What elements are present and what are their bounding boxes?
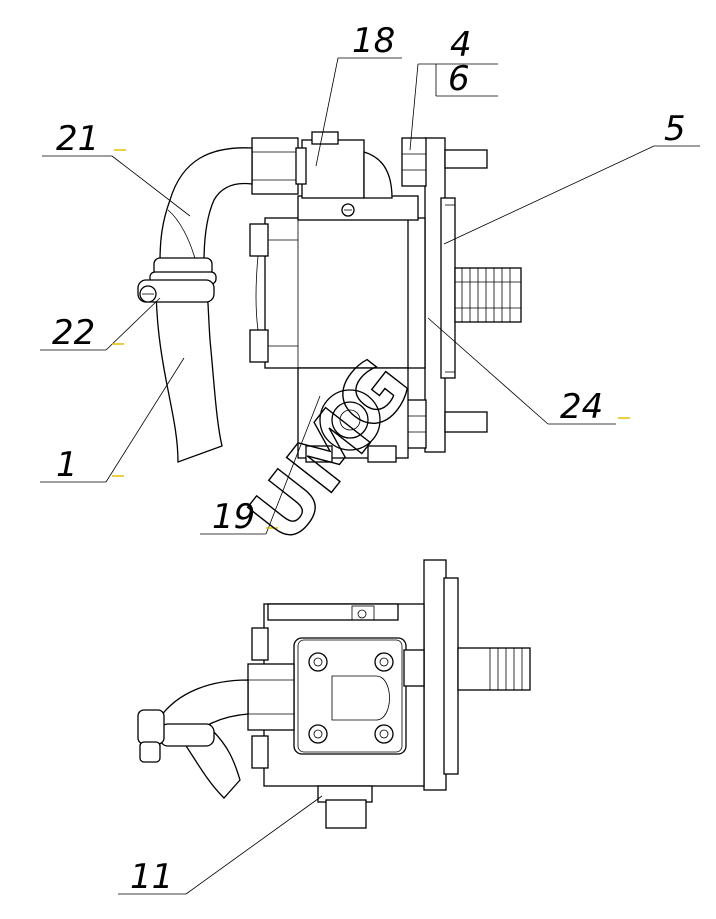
hose-lower: [155, 281, 223, 463]
callout-1: 1: [56, 445, 78, 485]
hose-clamp-side: [159, 723, 215, 747]
callout-5: 5: [664, 109, 686, 149]
callout-6: 6: [448, 59, 470, 99]
cover-screw-icon: [374, 724, 394, 744]
cover-screw-icon: [374, 652, 394, 672]
valve-block-top: [297, 195, 419, 221]
callout-11: 11: [130, 857, 173, 897]
callout-22: 22: [52, 313, 95, 353]
cover-bolt-bottom: [249, 329, 269, 363]
callout-19: 19: [212, 497, 255, 537]
hose-fitting-nut-side: [247, 663, 295, 731]
flange-seal-ring: [440, 197, 456, 379]
pump-body: [264, 217, 426, 369]
cover-screw-icon: [308, 652, 328, 672]
cover-bolt-top: [249, 223, 269, 257]
callout-4: 4: [450, 25, 472, 65]
flange-bolt-head-top: [401, 137, 427, 187]
side-view: [137, 559, 531, 829]
splined-shaft: [454, 267, 522, 323]
leader-lines: [40, 57, 700, 895]
callout-24: 24: [560, 387, 603, 427]
flange-stud-bottom: [444, 411, 488, 433]
cover-screw-icon: [308, 724, 328, 744]
callout-18: 18: [352, 21, 395, 61]
hose-fitting-nut: [251, 137, 299, 195]
port-fitting-inner: [331, 401, 369, 439]
top-view: [137, 131, 522, 463]
splined-shaft-side: [457, 647, 531, 691]
hose-upper: [159, 147, 253, 263]
callout-21: 21: [56, 119, 99, 159]
flange-plate-side: [423, 559, 447, 791]
flange-stud-top: [444, 149, 488, 169]
